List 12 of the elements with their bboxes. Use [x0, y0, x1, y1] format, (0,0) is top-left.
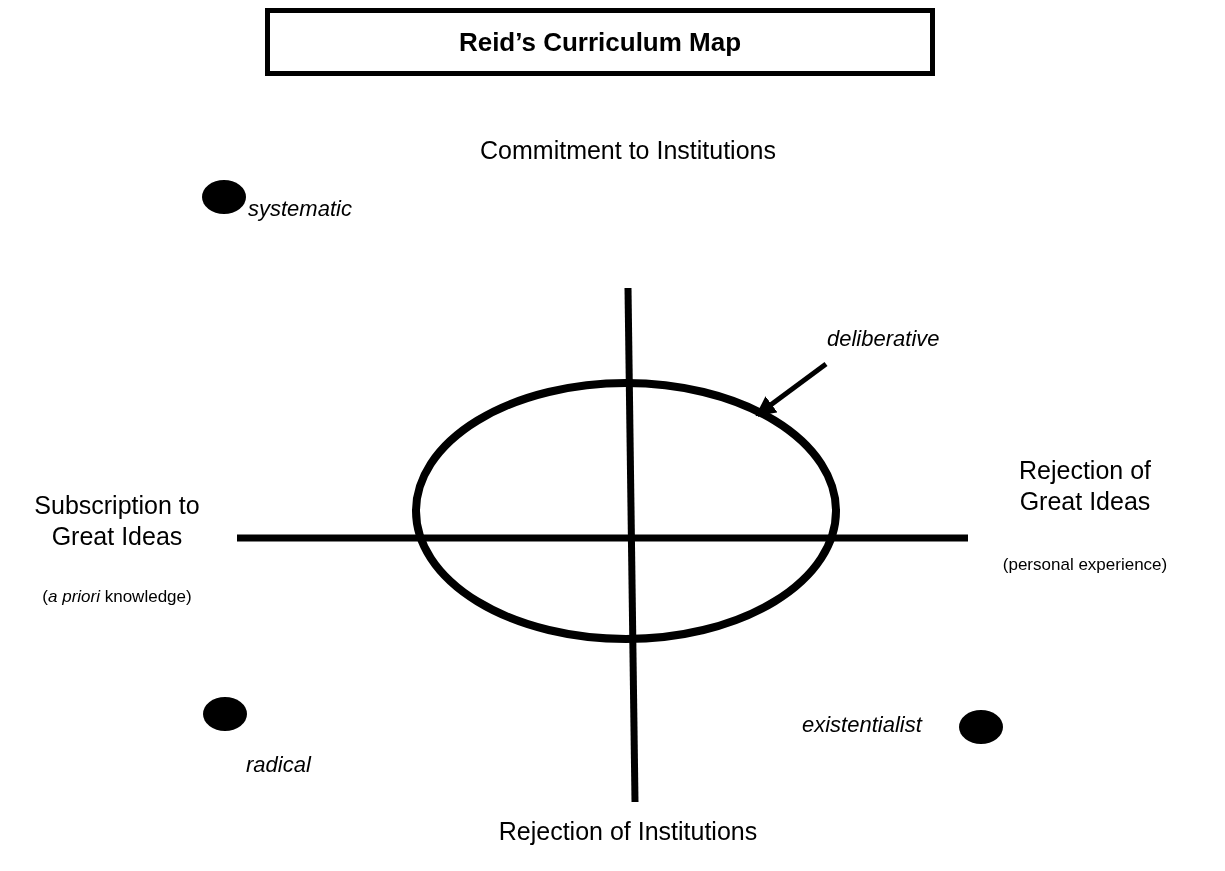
dot-caption: radical	[246, 752, 311, 778]
axis-label: Commitment to Institutions	[479, 135, 777, 166]
dot-caption: systematic	[248, 196, 352, 222]
axis-label: (personal experience)	[1001, 554, 1169, 576]
node-label: deliberative	[827, 326, 940, 352]
axis-label: Subscription to Great Ideas	[33, 490, 201, 553]
arrow	[755, 362, 828, 417]
axis-label: Rejection of Institutions	[497, 816, 759, 847]
dot-caption: existentialist	[802, 712, 922, 738]
axis-label: Rejection of Great Ideas	[1018, 455, 1152, 518]
axis-label: (a priori knowledge)	[41, 586, 193, 608]
title-banner: Reid’s Curriculum Map	[265, 8, 935, 76]
